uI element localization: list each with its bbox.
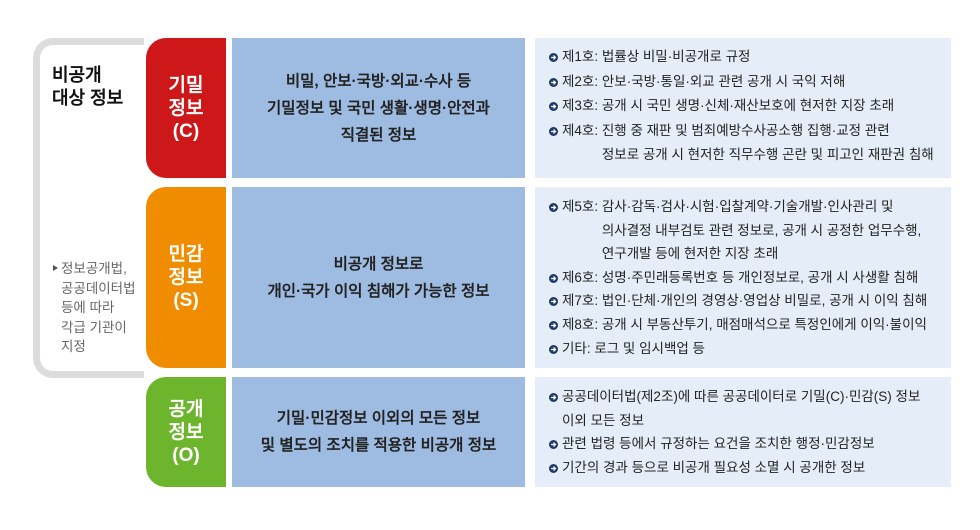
item-text: 의사결정 내부검토 관련 정보로, 공개 시 공정한 업무수행, (601, 222, 922, 238)
label-line: 민감 (168, 244, 204, 265)
label-line: 정보 (168, 267, 204, 288)
item-text: 관련 법령 등에서 규정하는 요건을 조치한 행정·민감정보 (562, 436, 875, 451)
label-line: (S) (173, 290, 199, 311)
sensitive-details: 제5호: 감사·감독·검사·시험·입찰계약·기술개발·인사관리 및 의사결정 내… (535, 187, 951, 368)
arrow-bullet-icon (549, 102, 558, 111)
arrow-bullet-icon (549, 393, 558, 402)
item-label: 제7호: (562, 293, 602, 309)
open-details: 공공데이터법(제2조)에 따른 공공데이터로 기밀(C)·민감(S) 정보 이외… (535, 377, 951, 487)
item-text: 감사·감독·검사·시험·입찰계약·기술개발·인사관리 및 (601, 199, 894, 214)
item-text: 기간의 경과 등으로 비공개 필요성 소멸 시 공개한 정보 (562, 459, 866, 475)
detail-item: 제7호: 법인·단체·개인의 경영상·영업상 비밀로, 공개 시 이익 침해 (549, 289, 951, 313)
note-line: 지정 (61, 339, 86, 355)
item-text: 로그 및 임시백업 등 (594, 340, 705, 356)
detail-item: 제3호: 공개 시 국민 생명·신체·재산보호에 현저한 지장 초래 (549, 94, 951, 119)
detail-item: 제2호: 안보·국방·통일·외교 관련 공개 시 국익 저해 (549, 70, 951, 95)
item-text: 법인·단체·개인의 경영상·영업상 비밀로, 공개 시 이익 침해 (601, 293, 928, 309)
description-line: 및 별도의 조치를 적용한 비공개 정보 (260, 437, 497, 454)
item-label: 제6호: (562, 269, 602, 285)
item-text: 연구개발 등에 현저한 지장 초래 (601, 246, 779, 262)
group-title-line: 비공개 (52, 65, 102, 85)
item-label: 기타: (562, 340, 595, 356)
note-line: 등에 따라 (61, 300, 115, 316)
item-text: 공공데이터법(제2조)에 따른 공공데이터로 기밀(C)·민감(S) 정보 (562, 389, 921, 404)
item-label: 제5호: (562, 199, 602, 214)
detail-item: 제8호: 공개 시 부동산투기, 매점매석으로 특정인에게 이익·불이익 (549, 313, 951, 337)
confidential-label-box: 기밀 정보 (C) (146, 38, 226, 178)
note-line: 공공데이터법 (61, 280, 136, 296)
arrow-bullet-icon (549, 77, 558, 87)
detail-item: 제1호: 법률상 비밀·비공개로 규정 (549, 45, 951, 70)
label-line: 정보 (168, 97, 204, 119)
label-line: 기밀 (168, 74, 204, 96)
item-label: 제8호: (562, 316, 602, 332)
group-note: 정보공개법, 공공데이터법 등에 따라 각급 기관이 지정 (53, 259, 136, 357)
detail-item: 제5호: 감사·감독·검사·시험·입찰계약·기술개발·인사관리 및 의사결정 내… (549, 195, 951, 266)
open-description: 기밀·민감정보 이외의 모든 정보 및 별도의 조치를 적용한 비공개 정보 (232, 377, 525, 487)
item-label: 제1호: (562, 49, 602, 64)
row-sensitive: 민감 정보 (S) 비공개 정보로 개인·국가 이익 침해가 가능한 정보 제5… (146, 187, 951, 368)
group-title: 비공개 대상 정보 (52, 64, 123, 110)
arrow-bullet-icon (549, 463, 558, 473)
arrow-bullet-icon (549, 320, 558, 330)
confidential-description: 비밀, 안보·국방·외교·수사 등 기밀정보 및 국민 생활·생명·안전과 직결… (232, 38, 525, 178)
item-text: 정보로 공개 시 현저한 직무수행 곤란 및 피고인 재판권 침해 (601, 147, 934, 162)
description-line: 기밀정보 및 국민 생활·생명·안전과 (267, 99, 490, 117)
detail-item: 제4호: 진행 중 재판 및 범죄예방수사공소행 집행·교정 관련 정보로 공개… (549, 119, 951, 168)
open-label-box: 공개 정보 (O) (146, 377, 226, 487)
group-title-line: 대상 정보 (52, 88, 124, 108)
detail-item: 관련 법령 등에서 규정하는 요건을 조치한 행정·민감정보 (549, 432, 951, 456)
sensitive-description: 비공개 정보로 개인·국가 이익 침해가 가능한 정보 (232, 187, 525, 368)
detail-item: 기간의 경과 등으로 비공개 필요성 소멸 시 공개한 정보 (549, 456, 951, 480)
item-text: 이외 모든 정보 (562, 412, 645, 428)
label-line: 공개 (168, 398, 204, 420)
item-text: 안보·국방·통일·외교 관련 공개 시 국익 저해 (601, 73, 846, 89)
detail-item: 제6호: 성명·주민래등록번호 등 개인정보로, 공개 시 사생활 침해 (549, 266, 951, 290)
description-line: 직결된 정보 (340, 126, 417, 144)
label-line: (C) (172, 120, 200, 142)
arrow-bullet-icon (549, 297, 558, 307)
arrow-bullet-icon (549, 344, 558, 354)
row-confidential: 기밀 정보 (C) 비밀, 안보·국방·외교·수사 등 기밀정보 및 국민 생활… (146, 38, 951, 178)
item-text: 진행 중 재판 및 범죄예방수사공소행 집행·교정 관련 (601, 122, 890, 138)
item-label: 제4호: (562, 122, 602, 138)
row-open: 공개 정보 (O) 기밀·민감정보 이외의 모든 정보 및 별도의 조치를 적용… (146, 377, 951, 487)
arrow-bullet-icon (549, 440, 558, 449)
item-text: 공개 시 국민 생명·신체·재산보호에 현저한 지장 초래 (601, 98, 895, 113)
arrow-bullet-icon (549, 273, 558, 283)
item-text: 공개 시 부동산투기, 매점매석으로 특정인에게 이익·불이익 (601, 316, 927, 332)
detail-item: 공공데이터법(제2조)에 따른 공공데이터로 기밀(C)·민감(S) 정보 이외… (549, 385, 951, 432)
label-line: 정보 (168, 421, 204, 443)
group-bracket (33, 38, 144, 378)
detail-item: 기타: 로그 및 임시백업 등 (549, 337, 951, 361)
sensitive-label-box: 민감 정보 (S) (146, 187, 226, 368)
arrow-bullet-icon (549, 203, 558, 212)
note-line: 정보공개법, (61, 261, 127, 276)
arrow-bullet-icon (549, 53, 558, 62)
description-line: 비밀, 안보·국방·외교·수사 등 (285, 72, 472, 90)
confidential-details: 제1호: 법률상 비밀·비공개로 규정 제2호: 안보·국방·통일·외교 관련 … (535, 38, 951, 178)
item-label: 제2호: (562, 73, 602, 89)
arrow-bullet-icon (549, 126, 558, 136)
description-line: 비공개 정보로 (333, 255, 424, 273)
note-line: 각급 기관이 (61, 319, 127, 335)
label-line: (O) (172, 444, 200, 466)
description-line: 기밀·민감정보 이외의 모든 정보 (276, 410, 481, 427)
item-label: 제3호: (562, 98, 602, 113)
item-text: 성명·주민래등록번호 등 개인정보로, 공개 시 사생활 침해 (601, 269, 919, 285)
description-line: 개인·국가 이익 침해가 가능한 정보 (267, 282, 490, 300)
item-text: 법률상 비밀·비공개로 규정 (601, 49, 751, 64)
triangle-bullet-icon (53, 265, 58, 271)
